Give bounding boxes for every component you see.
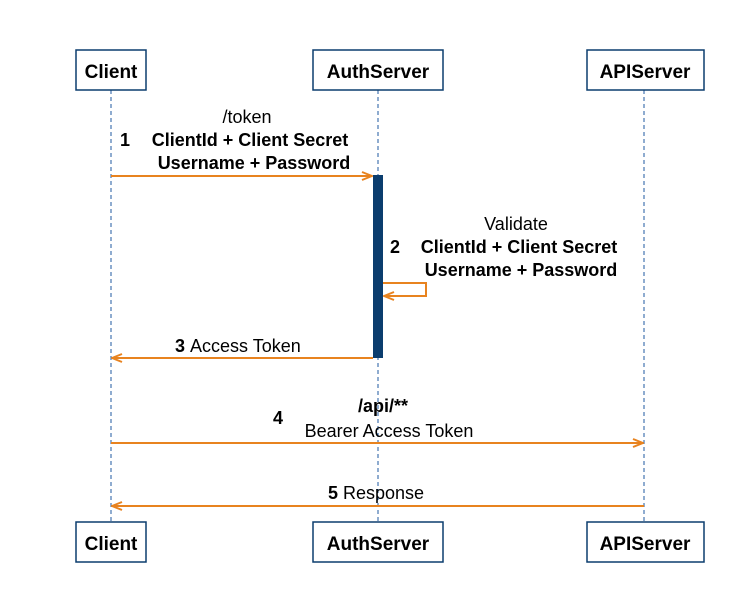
message-2-line-3: Username + Password (425, 260, 618, 280)
participant-label: AuthServer (327, 62, 430, 83)
message-5-seq: 5 (328, 483, 338, 503)
message-1-line-3: Username + Password (158, 153, 351, 173)
participant-label: APIServer (600, 62, 691, 83)
message-1-line-1: /token (222, 107, 271, 127)
message-2-seq: 2 (390, 237, 400, 257)
participant-apiserver-top: APIServer (586, 49, 705, 91)
message-4-line-2: Bearer Access Token (305, 421, 474, 441)
message-1-line-2: ClientId + Client Secret (152, 130, 349, 150)
participant-authserver-top: AuthServer (312, 49, 444, 91)
message-1-seq: 1 (120, 130, 130, 150)
message-5: 5 Response (112, 483, 644, 506)
message-3: 3 Access Token (112, 336, 373, 358)
message-2-arrow (383, 282, 427, 296)
message-4-seq: 4 (273, 408, 283, 428)
participant-apiserver-bottom: APIServer (586, 521, 705, 563)
message-4-line-1: /api/** (358, 396, 408, 416)
message-1: /token 1 ClientId + Client Secret Userna… (111, 107, 372, 176)
participant-label: Client (85, 62, 138, 83)
participant-authserver-bottom: AuthServer (312, 521, 444, 563)
participant-label: Client (85, 534, 138, 555)
activation-bar-authserver (373, 175, 383, 358)
participant-label: AuthServer (327, 534, 430, 555)
message-5-line-1: Response (343, 483, 424, 503)
message-2-line-2: ClientId + Client Secret (421, 237, 618, 257)
participant-client-top: Client (75, 49, 147, 91)
message-2-line-1: Validate (484, 214, 548, 234)
message-3-seq: 3 (175, 336, 185, 356)
message-3-line-1: Access Token (190, 336, 301, 356)
participant-label: APIServer (600, 534, 691, 555)
participant-client-bottom: Client (75, 521, 147, 563)
message-2: Validate 2 ClientId + Client Secret User… (383, 214, 617, 296)
message-4: /api/** 4 Bearer Access Token (111, 396, 643, 443)
